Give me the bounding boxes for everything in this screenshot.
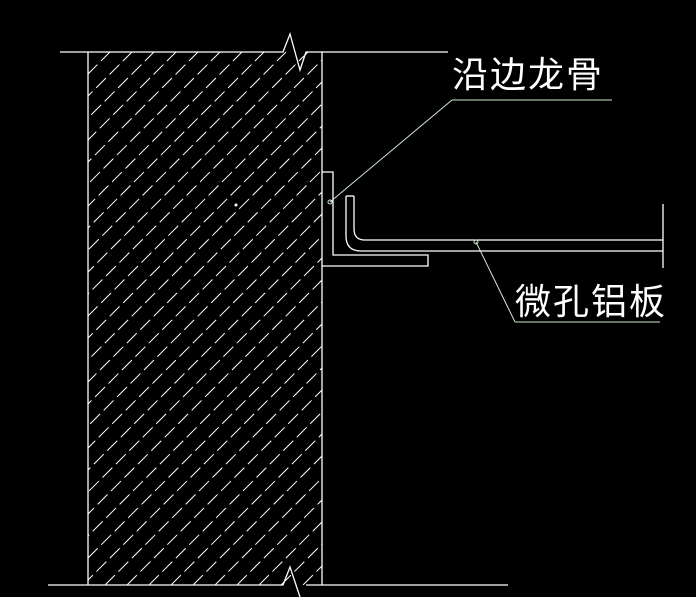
hatch-line [170,433,322,585]
hatch-line [88,323,322,559]
top-break-line [60,31,448,73]
hatch-line [88,52,265,229]
perimeter-keel-angle [322,171,429,267]
hatch-line [88,52,199,163]
hatch-line [88,345,322,581]
hatch-line [88,52,155,119]
leader-aluminum-panel [473,239,660,323]
perforated-aluminum-panel-label: 微孔铝板 [515,282,668,323]
hatch-line [88,125,322,361]
hatch-line [88,52,287,251]
hatch-line [88,52,243,207]
hatch-line [88,52,309,273]
hatch-line [88,191,322,427]
hatch-line [88,279,322,515]
hatch-line [88,52,111,75]
hatch-line [88,59,322,295]
concrete-wall [87,52,323,585]
leader-perimeter-keel [327,99,612,205]
hatch-line [88,213,322,449]
hatch-line [88,103,322,339]
hatch-line [88,81,322,317]
hatch-line [192,455,322,585]
hatch-line [88,257,322,493]
hatch-line [88,52,133,97]
hatch-line [214,477,322,585]
wall-hatching [88,52,322,585]
hatch-line [88,147,322,383]
hatch-line [88,52,221,185]
hatch-line [126,389,322,585]
hatch-line [88,235,322,471]
bottom-break-line [48,565,508,597]
reference-dot [234,203,238,207]
perimeter-keel-label: 沿边龙骨 [452,55,605,96]
hatch-line [104,367,322,585]
perforated-aluminum-panel [345,195,664,268]
hatch-line [88,301,322,537]
hatch-line [88,52,89,53]
hatch-line [88,169,322,405]
hatch-line [148,411,322,585]
